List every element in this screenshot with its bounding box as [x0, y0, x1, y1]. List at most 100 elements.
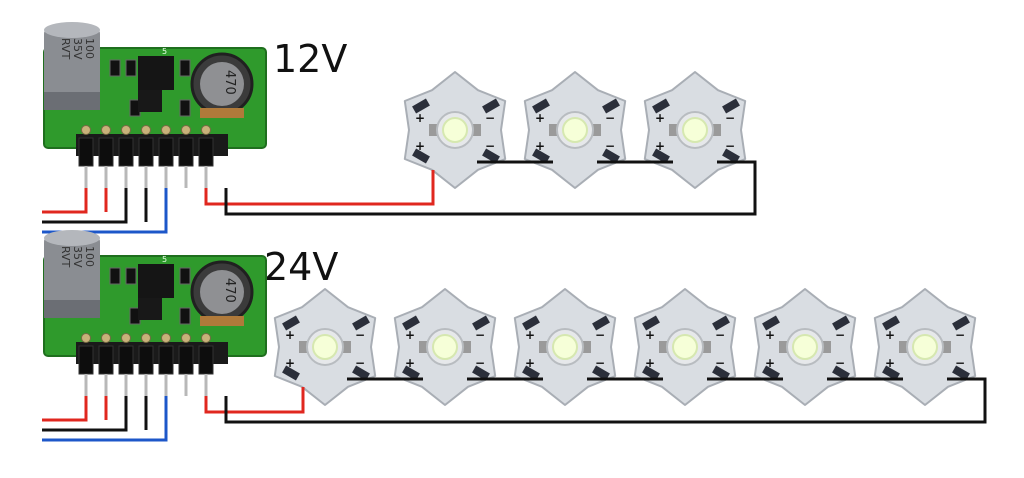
led-solder-pad: [412, 98, 430, 114]
led-solder-pad: [472, 365, 490, 381]
led-minus-sign: −: [955, 328, 965, 342]
led-plus-sign: +: [645, 356, 655, 370]
pin-pad: [141, 125, 151, 135]
output-wire-red: [204, 170, 435, 206]
input-wire-blue: [42, 396, 168, 442]
pin-lead: [164, 166, 168, 188]
input-wire-red: [42, 188, 88, 214]
pin-housing: [78, 345, 94, 375]
star-led-icon: +−+−: [403, 71, 507, 189]
star-led-icon: +−+−: [393, 288, 497, 406]
pin-pad: [141, 333, 151, 343]
pin-housing: [118, 345, 134, 375]
star-led-icon: +−+−: [643, 71, 747, 189]
pin-lead: [164, 374, 168, 396]
star-led-icon: +−+−: [633, 288, 737, 406]
led-driver-module-12v: SS14510035VRVT470: [43, 22, 267, 188]
led-contact: [463, 341, 471, 353]
led-minus-sign: −: [955, 356, 965, 370]
led-solder-pad: [352, 365, 370, 381]
led-solder-pad: [652, 148, 670, 164]
led-minus-sign: −: [355, 356, 365, 370]
smd-component: [179, 267, 191, 285]
led-contact: [659, 341, 667, 353]
led-solder-pad: [592, 365, 610, 381]
led-emitter: [912, 334, 938, 360]
pin-housing: [138, 137, 154, 167]
pin-pad: [121, 333, 131, 343]
star-led-icon: +−+−: [873, 288, 977, 406]
pin-lead: [104, 374, 108, 396]
output-wire-black: [224, 377, 987, 424]
led-chain-24v: +−+−+−+−+−+−+−+−+−+−+−+−: [273, 288, 977, 406]
capacitor-top: [44, 22, 100, 38]
led-emitter: [672, 334, 698, 360]
led-emitter: [562, 117, 588, 143]
led-solder-pad: [522, 315, 540, 331]
diode-chip: [138, 90, 162, 112]
pin-lead: [204, 374, 208, 396]
pin-lead: [204, 166, 208, 188]
output-wire-red: [204, 387, 305, 414]
led-contact: [899, 341, 907, 353]
led-solder-pad: [642, 315, 660, 331]
led-solder-pad: [712, 365, 730, 381]
led-minus-sign: −: [475, 356, 485, 370]
led-driver-module-24v: SS14510035VRVT470: [43, 230, 267, 396]
pin-lead: [124, 374, 128, 396]
led-emitter: [312, 334, 338, 360]
led-solder-pad: [762, 365, 780, 381]
led-solder-pad: [832, 315, 850, 331]
inductor-label: 470: [222, 278, 237, 303]
led-solder-pad: [952, 315, 970, 331]
capacitor-body: [44, 234, 100, 318]
led-contact: [549, 124, 557, 136]
led-solder-pad: [602, 148, 620, 164]
inductor-core: [200, 270, 244, 314]
pin-housing: [178, 345, 194, 375]
pin-pad: [161, 125, 171, 135]
led-contact: [343, 341, 351, 353]
led-chain-12v: +−+−+−+−+−+−: [403, 71, 747, 189]
capacitor-label: 100: [83, 38, 96, 59]
led-contact: [539, 341, 547, 353]
smd-component: [109, 59, 121, 77]
pcb-marking: 5: [162, 47, 167, 56]
pin-pad: [121, 125, 131, 135]
ic-chip: [138, 56, 174, 90]
led-contact: [779, 341, 787, 353]
input-wire-black: [42, 396, 128, 432]
row-24v: 24V SS14510035VRVT470 +−+−+−+−+−+−+−+−+−…: [42, 230, 987, 442]
star-led-icon: +−+−: [273, 288, 377, 406]
star-led-icon: +−+−: [513, 288, 617, 406]
led-solder-pad: [282, 365, 300, 381]
led-plus-sign: +: [415, 111, 425, 125]
led-minus-sign: −: [725, 139, 735, 153]
led-solder-pad: [532, 98, 550, 114]
pin-pad: [81, 125, 91, 135]
inductor-windings: [200, 316, 244, 326]
capacitor-top: [44, 230, 100, 246]
led-solder-pad: [532, 148, 550, 164]
led-solder-pad: [722, 148, 740, 164]
led-solder-pad: [472, 315, 490, 331]
led-contact: [429, 124, 437, 136]
led-solder-pad: [402, 315, 420, 331]
pin-housing: [98, 137, 114, 167]
pin-housing: [78, 137, 94, 167]
pin-pad: [201, 333, 211, 343]
led-solder-pad: [602, 98, 620, 114]
led-minus-sign: −: [835, 328, 845, 342]
led-plus-sign: +: [415, 139, 425, 153]
voltage-label-24v: 24V: [264, 245, 338, 289]
pin-lead: [144, 374, 148, 396]
smd-component: [125, 267, 137, 285]
pin-lead: [144, 166, 148, 188]
led-solder-pad: [482, 98, 500, 114]
voltage-label-12v: 12V: [273, 37, 347, 81]
led-plus-sign: +: [765, 328, 775, 342]
led-contact: [299, 341, 307, 353]
led-plus-sign: +: [405, 328, 415, 342]
row-12v: 12V SS14510035VRVT470 +−+−+−+−+−+−: [42, 22, 757, 234]
star-led-icon: +−+−: [753, 288, 857, 406]
